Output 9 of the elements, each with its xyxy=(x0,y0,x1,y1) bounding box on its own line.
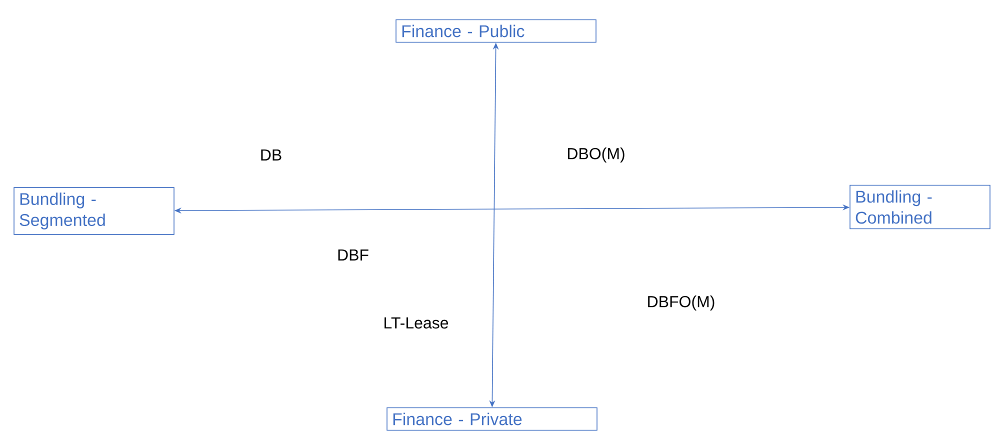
quadrant-label: DB xyxy=(261,150,282,160)
text-box: Finance - Private xyxy=(386,407,598,431)
quadrant-label: LT-Lease xyxy=(384,317,448,329)
quadrant-label: DBF xyxy=(338,250,368,260)
text-box: Finance - Public xyxy=(396,19,596,43)
quadrant-label: DBFO(M) xyxy=(648,296,714,310)
text-box: Bundling - Combined xyxy=(850,184,990,230)
quadrant-label: DBO(M) xyxy=(568,148,624,162)
text-box: Bundling - Segmented xyxy=(14,187,174,235)
